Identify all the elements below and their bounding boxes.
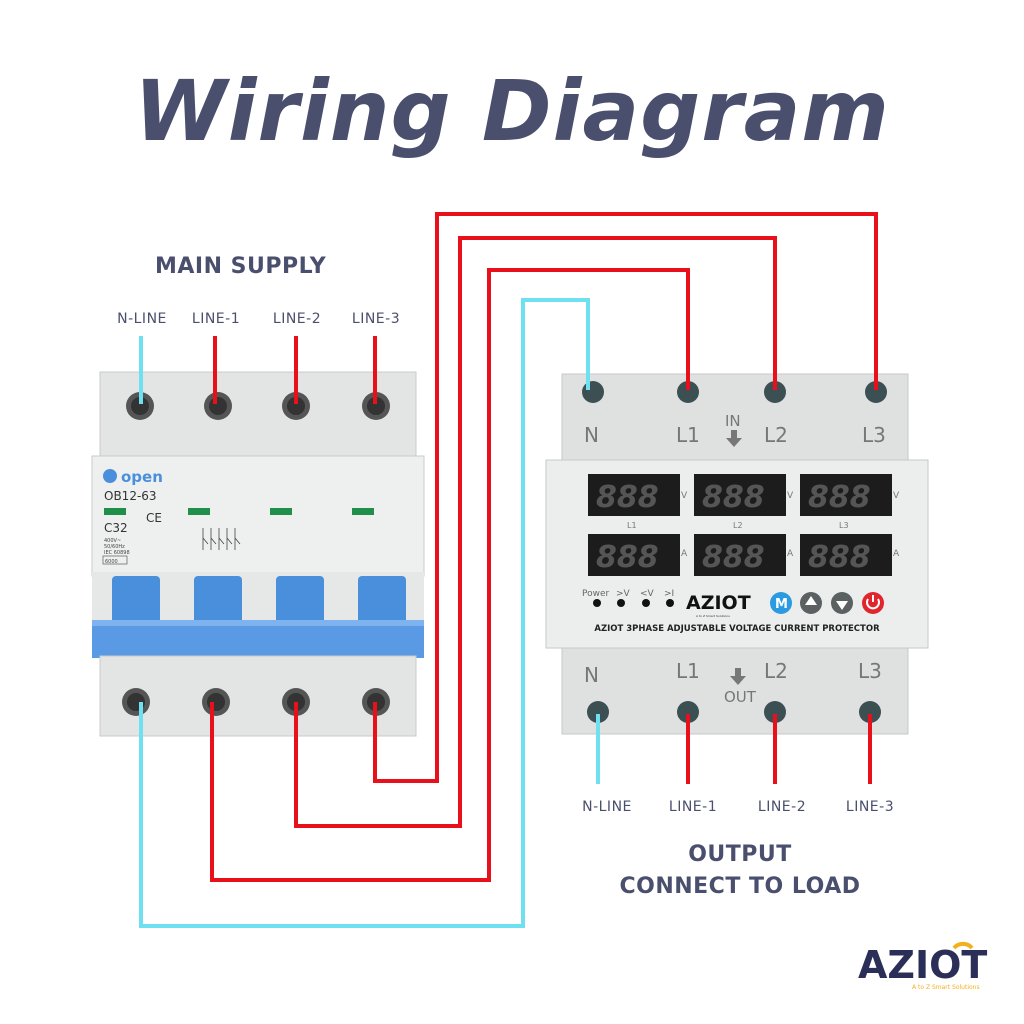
main-supply-heading: MAIN SUPPLY (155, 254, 327, 279)
unit-v-2: V (787, 491, 794, 501)
breaker-spec-1: 400V~ (104, 538, 121, 544)
supply-label-3: LINE-3 (351, 311, 401, 327)
indicator-overvolt-led (617, 599, 625, 607)
output-subheading: CONNECT TO LOAD (619, 874, 861, 899)
up-arrow-icon (805, 596, 817, 605)
unit-a-1: A (681, 549, 688, 559)
output-heading: OUTPUT (688, 842, 792, 867)
output-label-1: LINE-1 (668, 799, 718, 815)
unit-v-3: V (893, 491, 900, 501)
logo-tagline: A to Z Smart Solutions (912, 984, 980, 991)
breaker-brand-icon (103, 469, 117, 483)
in-terminal-l2: L2 (764, 423, 788, 447)
breaker-rating: C32 (104, 521, 128, 535)
indicator-label-overvolt: >V (616, 589, 631, 599)
indicator-overcurrent-led (666, 599, 674, 607)
voltage-current-protector: N L1 L2 L3 IN N L1 L2 L3 OUT 888 888 888… (545, 373, 929, 735)
current-display-1: 888 (596, 540, 659, 575)
voltage-displays: 888 888 888 V V V (588, 474, 900, 516)
breaker-handle-2[interactable] (194, 576, 242, 626)
phase-label-3: L3 (839, 521, 849, 530)
out-terminal-n: N (584, 663, 599, 687)
breaker-handle-4[interactable] (358, 576, 406, 626)
out-terminal-l1: L1 (676, 659, 700, 683)
power-button[interactable] (862, 592, 884, 614)
unit-v-1: V (681, 491, 688, 501)
protector-description: AZIOT 3PHASE ADJUSTABLE VOLTAGE CURRENT … (594, 624, 880, 634)
supply-label-2: LINE-2 (272, 311, 322, 327)
circuit-breaker: open OB12-63 C32 CE 400V~ 50/60Hz IEC 60… (91, 371, 425, 737)
phase-label-1: L1 (627, 521, 637, 530)
unit-a-3: A (893, 549, 900, 559)
voltage-display-1: 888 (596, 480, 659, 515)
page-title: Wiring Diagram (134, 62, 890, 160)
breaker-model: OB12-63 (104, 489, 157, 503)
unit-a-2: A (787, 549, 794, 559)
out-terminal-l2: L2 (764, 659, 788, 683)
output-label-2: LINE-2 (757, 799, 807, 815)
breaker-spec-3: IEC 60898 (104, 550, 130, 556)
in-label: IN (725, 412, 741, 430)
out-terminal-l3: L3 (858, 659, 882, 683)
current-displays: 888 888 888 A A A (588, 534, 900, 576)
voltage-display-3: 888 (808, 480, 871, 515)
breaker-ce: CE (146, 511, 162, 525)
mode-button[interactable] (770, 592, 792, 614)
down-arrow-icon (836, 601, 848, 610)
protector-brand-sub: A to Z Smart Solutions (696, 614, 730, 618)
breaker-spec-2: 50/60Hz (104, 544, 125, 550)
breaker-schematic-icon (202, 528, 241, 550)
breaker-brand: open (121, 468, 163, 486)
out-label: OUT (724, 688, 757, 706)
wires (139, 212, 878, 928)
breaker-top-screws (126, 392, 390, 420)
phase-label-2: L2 (733, 521, 743, 530)
mode-button-label: M (775, 597, 788, 612)
power-icon (866, 595, 880, 610)
output-label-n: N-LINE (582, 799, 632, 815)
current-display-3: 888 (808, 540, 871, 575)
supply-label-n: N-LINE (117, 311, 167, 327)
breaker-handle-3[interactable] (276, 576, 324, 626)
protector-brand: AZIOT (686, 592, 751, 614)
aziot-logo: AZIOT A to Z Smart Solutions (858, 941, 987, 991)
in-arrow-icon (726, 430, 742, 447)
indicator-label-undervolt: <V (640, 589, 655, 599)
in-terminal-n: N (584, 423, 599, 447)
current-display-2: 888 (702, 540, 765, 575)
indicator-label-overcurrent: >I (664, 589, 674, 599)
wire-l1 (210, 268, 690, 882)
in-terminal-l3: L3 (862, 423, 886, 447)
voltage-display-2: 888 (702, 480, 765, 515)
out-arrow-icon (730, 668, 746, 685)
breaker-capacity: 6000 (105, 559, 118, 565)
wire-l3 (373, 212, 878, 783)
output-label-3: LINE-3 (845, 799, 895, 815)
indicator-power-led (593, 599, 601, 607)
in-terminal-l1: L1 (676, 423, 700, 447)
breaker-bottom-screws (122, 688, 390, 716)
logo-name: AZIOT (858, 943, 987, 987)
indicator-undervolt-led (642, 599, 650, 607)
wire-neutral (139, 298, 590, 928)
wire-l2 (294, 236, 777, 828)
logo-signal-icon (952, 941, 974, 950)
indicator-label-power: Power (582, 589, 610, 599)
breaker-handle-1[interactable] (112, 576, 160, 626)
supply-label-1: LINE-1 (191, 311, 241, 327)
